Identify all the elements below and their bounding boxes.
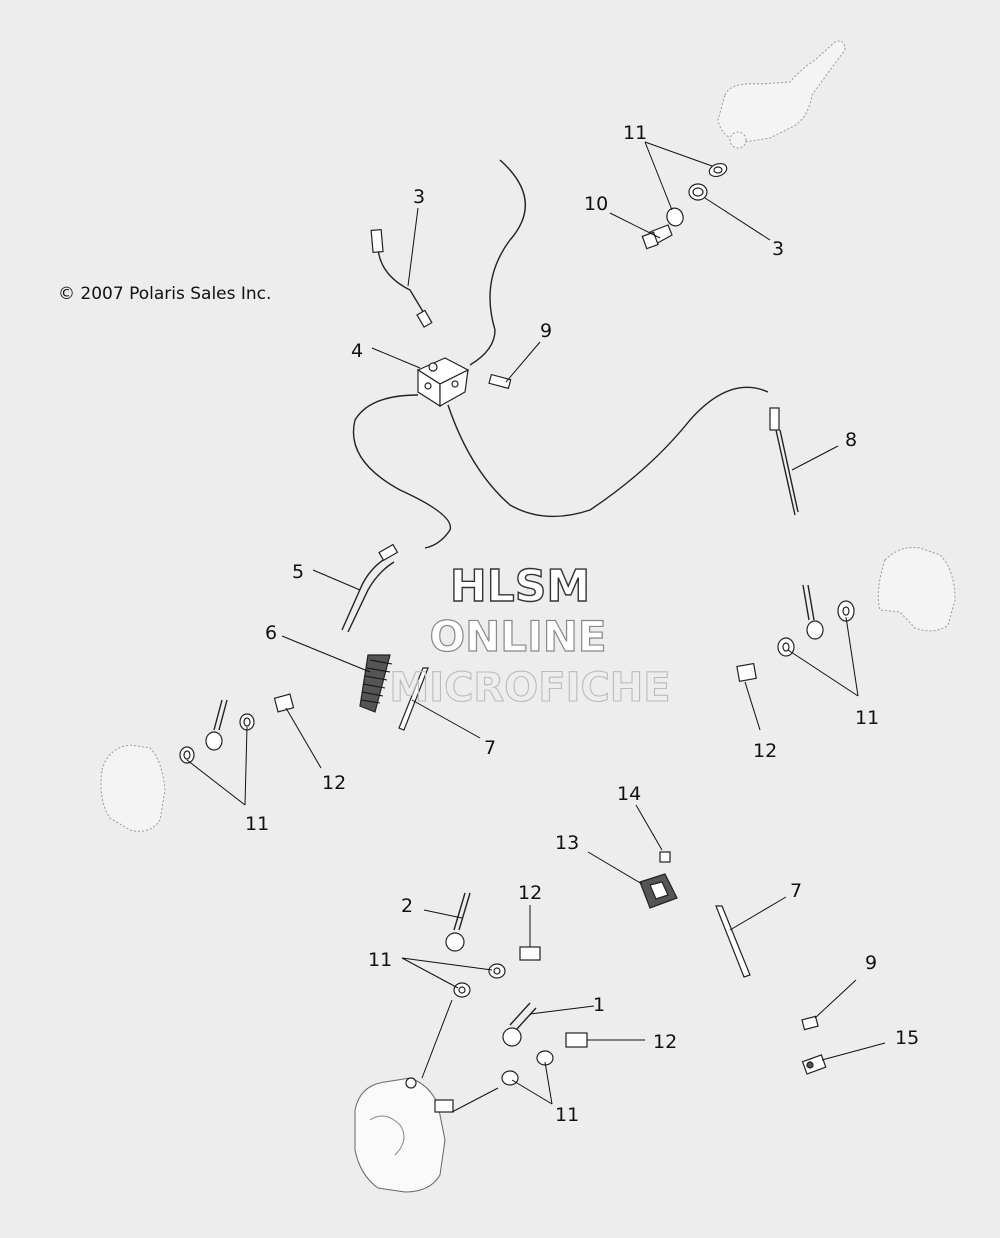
callouts: 11 10 3 3 9 4 8 5 6 7 12 11 12 11 14 13 …	[245, 122, 919, 1126]
watermark-line-2: ONLINE	[429, 612, 606, 661]
leader-lines	[186, 141, 886, 1113]
callout-13: 13	[555, 832, 579, 854]
callout-14: 14	[617, 783, 641, 805]
bracket-13	[639, 873, 678, 909]
screw-14	[659, 851, 671, 863]
brake-line-5	[341, 543, 399, 633]
copyright-notice: © 2007 Polaris Sales Inc.	[58, 284, 271, 304]
watermark: HLSM ONLINE MICROFICHE	[389, 560, 671, 711]
clip-15	[801, 1054, 827, 1075]
callout-8: 8	[845, 429, 857, 451]
callout-1: 1	[593, 994, 605, 1016]
callout-12-rear-lower: 12	[653, 1031, 677, 1053]
spring-6	[359, 654, 393, 713]
callout-3-upper: 3	[413, 186, 425, 208]
left-banjo-assembly	[179, 693, 295, 764]
left-caliper-ghost	[100, 744, 166, 832]
brake-line-upper	[370, 228, 433, 328]
callout-3-master: 3	[772, 238, 784, 260]
bolt-9-lower	[801, 1015, 819, 1031]
callout-5: 5	[292, 561, 304, 583]
brake-line-right	[769, 407, 799, 516]
brake-hoses	[352, 159, 769, 549]
watermark-line-1: HLSM	[450, 561, 590, 612]
pin-7-upper	[398, 667, 429, 731]
callout-6: 6	[265, 622, 277, 644]
right-caliper-ghost	[877, 547, 956, 632]
callout-11-left: 11	[245, 813, 269, 835]
master-cylinder-ghost	[717, 40, 846, 149]
callout-10: 10	[584, 193, 608, 215]
callout-9-upper: 9	[540, 320, 552, 342]
junction-block	[416, 357, 470, 408]
rear-caliper	[354, 1077, 454, 1193]
callout-7-lower: 7	[790, 880, 802, 902]
callout-12-rear-upper: 12	[518, 882, 542, 904]
banjo-bolt-assembly	[641, 162, 728, 250]
callout-11-rear-lower: 11	[555, 1104, 579, 1126]
right-banjo-assembly	[736, 584, 855, 682]
callout-4: 4	[351, 340, 363, 362]
callout-12-left: 12	[322, 772, 346, 794]
callout-11-master: 11	[623, 122, 647, 144]
pin-7-lower	[715, 905, 751, 978]
callout-7-upper: 7	[484, 737, 496, 759]
callout-15: 15	[895, 1027, 919, 1049]
bolt-9-upper	[488, 373, 512, 390]
rear-banjo-assembly	[445, 892, 588, 1086]
callout-11-right: 11	[855, 707, 879, 729]
callout-11-rear-upper: 11	[368, 949, 392, 971]
watermark-line-3: MICROFICHE	[389, 665, 670, 711]
callout-9-lower: 9	[865, 952, 877, 974]
callout-12-right: 12	[753, 740, 777, 762]
callout-2: 2	[401, 895, 413, 917]
